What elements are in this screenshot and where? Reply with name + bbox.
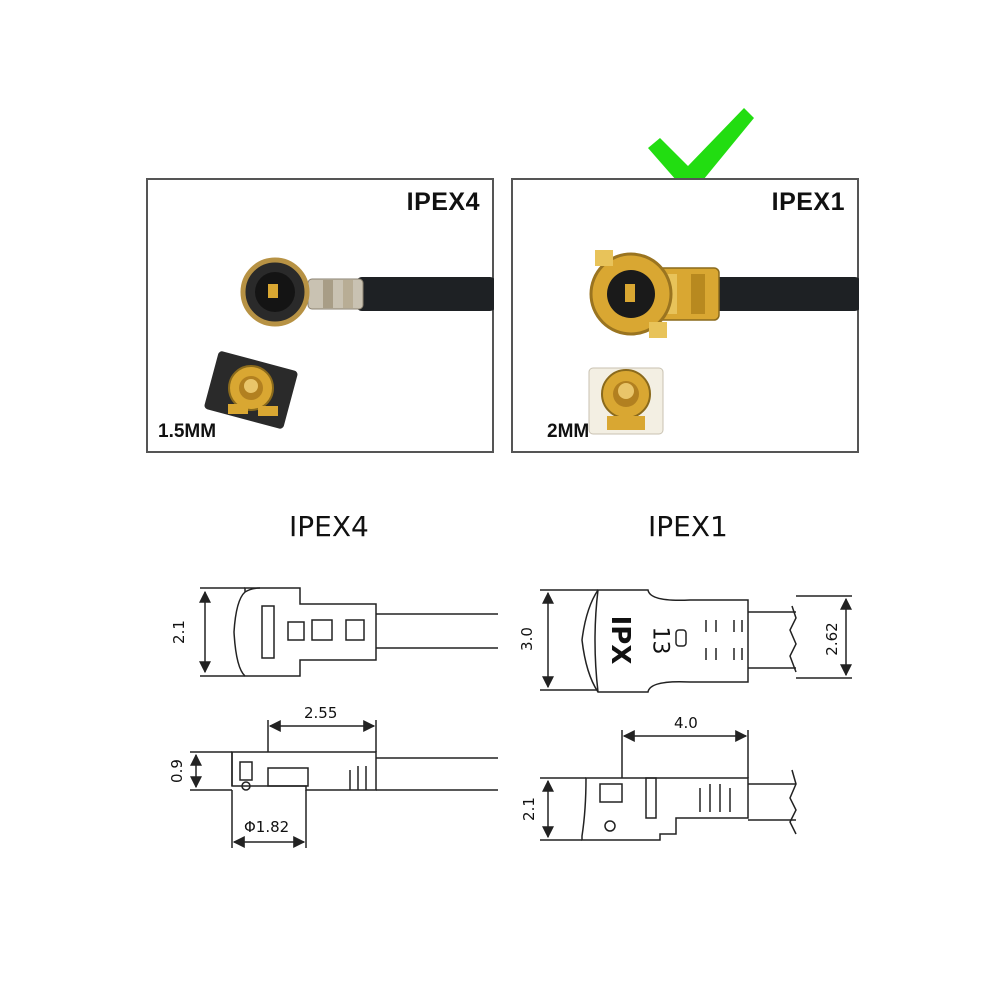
checkmark-icon	[648, 108, 754, 196]
ipex4-photo	[204, 257, 494, 429]
ipex4-receptacle	[204, 351, 298, 429]
ipex1-photo-panel: IPEX1 2MM	[511, 178, 859, 453]
ipex4-cable	[356, 277, 494, 311]
ipex1-cable	[713, 277, 859, 311]
ipex1-marking-brand: IPX	[605, 615, 635, 665]
ipex4-photo-title: IPEX4	[406, 188, 480, 216]
ipex4-side-height-label: 0.9	[168, 759, 186, 783]
ipex1-size-label: 2MM	[547, 421, 590, 442]
ipex4-photo-panel: IPEX4 1.5MM	[146, 178, 494, 453]
ipex4-length-label: 2.55	[304, 704, 338, 722]
ipex1-top-view	[540, 589, 852, 693]
ipex1-drawing-title: IPEX1	[648, 510, 728, 543]
ipex1-photo-title: IPEX1	[771, 188, 845, 216]
ipex4-top-height-label: 2.1	[170, 620, 188, 644]
ipex1-length-label: 4.0	[674, 714, 698, 732]
ipex1-marking-code: 13	[647, 626, 673, 655]
ipex4-side-view	[190, 720, 498, 848]
ipex4-top-view	[199, 587, 498, 677]
ipex4-diameter-label: Φ1.82	[244, 818, 290, 836]
ipex4-drawing-title: IPEX4	[289, 510, 369, 543]
ipex1-photo	[588, 250, 859, 435]
ipex1-cable-height-label: 2.62	[823, 622, 841, 656]
ipex1-top-height-label: 3.0	[518, 627, 536, 651]
ipex1-side-height-label: 2.1	[520, 797, 538, 821]
ipex4-size-label: 1.5MM	[158, 421, 217, 442]
ipex1-side-view	[540, 730, 797, 841]
ipex1-receptacle	[588, 367, 664, 435]
ipex1-plug-head	[589, 250, 673, 338]
